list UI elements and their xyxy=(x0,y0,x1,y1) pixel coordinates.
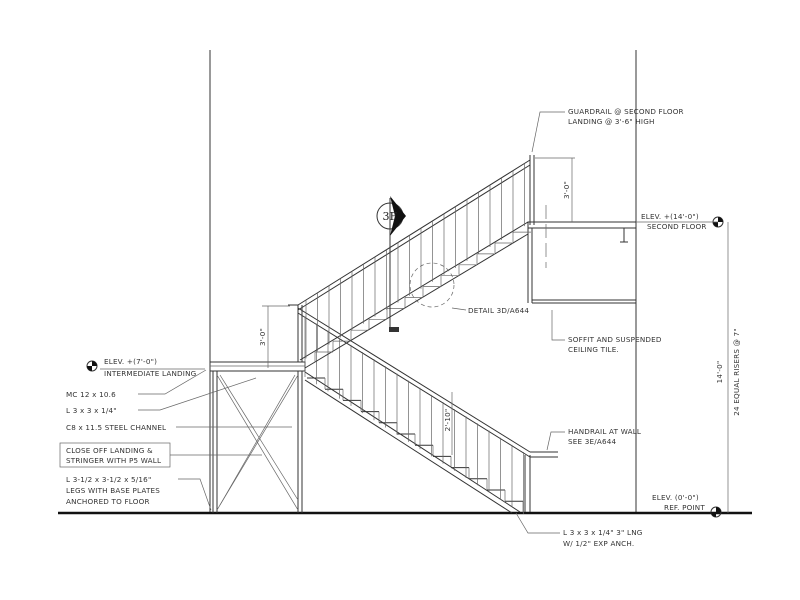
label-second-floor: SECOND FLOOR xyxy=(647,222,707,231)
annotations: ELEV. +(7'-0") INTERMEDIATE LANDING MC 1… xyxy=(66,107,707,548)
elevation-marker-landing-icon xyxy=(86,360,98,372)
label-mc-channel: MC 12 x 10.6 xyxy=(66,390,116,399)
label-close-off-1: CLOSE OFF LANDING & xyxy=(66,446,153,455)
label-elev-second: ELEV. +(14'-0") xyxy=(641,212,699,221)
second-floor-slab xyxy=(527,205,637,304)
dim-total-height: 14'-0" xyxy=(715,361,724,384)
label-elev-landing: ELEV. +(7'-0") xyxy=(104,357,157,366)
label-legs-2: LEGS WITH BASE PLATES xyxy=(66,486,160,495)
label-anchor-2: W/ 1/2" EXP ANCH. xyxy=(563,539,634,548)
intermediate-landing xyxy=(209,361,306,513)
label-elev-ref: ELEV. (0'-0") xyxy=(652,493,699,502)
label-handrail-2: SEE 3E/A644 xyxy=(568,437,617,446)
dim-risers: 24 EQUAL RISERS @ 7" xyxy=(732,328,741,416)
label-angle: L 3 x 3 x 1/4" xyxy=(66,406,117,415)
section-marker-3f: 3F xyxy=(376,196,406,332)
dim-rail-lower: 2'-10" xyxy=(443,409,452,432)
label-detail: DETAIL 3D/A644 xyxy=(468,306,529,315)
leader-lines xyxy=(100,111,718,534)
lower-stringer xyxy=(304,371,521,513)
dimensions: 3'-0" 3'-0" 2'-10" 14'-0" 24 EQUAL RISER… xyxy=(258,157,741,513)
upper-handrail xyxy=(297,159,531,306)
upper-stringer xyxy=(299,221,529,361)
label-close-off-2: STRINGER WITH P5 WALL xyxy=(66,456,161,465)
label-handrail-1: HANDRAIL AT WALL xyxy=(568,427,641,436)
close-off-note-box xyxy=(59,442,171,468)
label-guardrail-2: LANDING @ 3'-6" HIGH xyxy=(568,117,655,126)
label-soffit-1: SOFFIT AND SUSPENDED xyxy=(568,335,662,344)
label-legs-3: ANCHORED TO FLOOR xyxy=(66,497,150,506)
dim-rail-landing: 3'-0" xyxy=(258,328,267,346)
stair-flights xyxy=(288,155,558,515)
label-steel-channel: C8 x 11.5 STEEL CHANNEL xyxy=(66,423,166,432)
label-soffit-2: CEILING TILE. xyxy=(568,345,619,354)
upper-handrail xyxy=(297,164,531,311)
lower-stringer xyxy=(304,379,513,514)
dim-rail-upper: 3'-0" xyxy=(562,181,571,199)
label-ref-point: REF. POINT xyxy=(664,503,705,512)
lower-handrail xyxy=(297,312,531,458)
label-anchor-1: L 3 x 3 x 1/4" 3" LNG xyxy=(563,528,643,537)
label-legs-1: L 3-1/2 x 3-1/2 x 5/16" xyxy=(66,475,151,484)
detail-callout-circle xyxy=(409,262,455,308)
label-intermediate-landing: INTERMEDIATE LANDING xyxy=(104,369,196,378)
label-guardrail-1: GUARDRAIL @ SECOND FLOOR xyxy=(568,107,684,116)
elevation-marker-ref-icon xyxy=(710,506,722,518)
section-marker-label: 3F xyxy=(382,210,397,223)
lower-handrail xyxy=(297,307,531,453)
